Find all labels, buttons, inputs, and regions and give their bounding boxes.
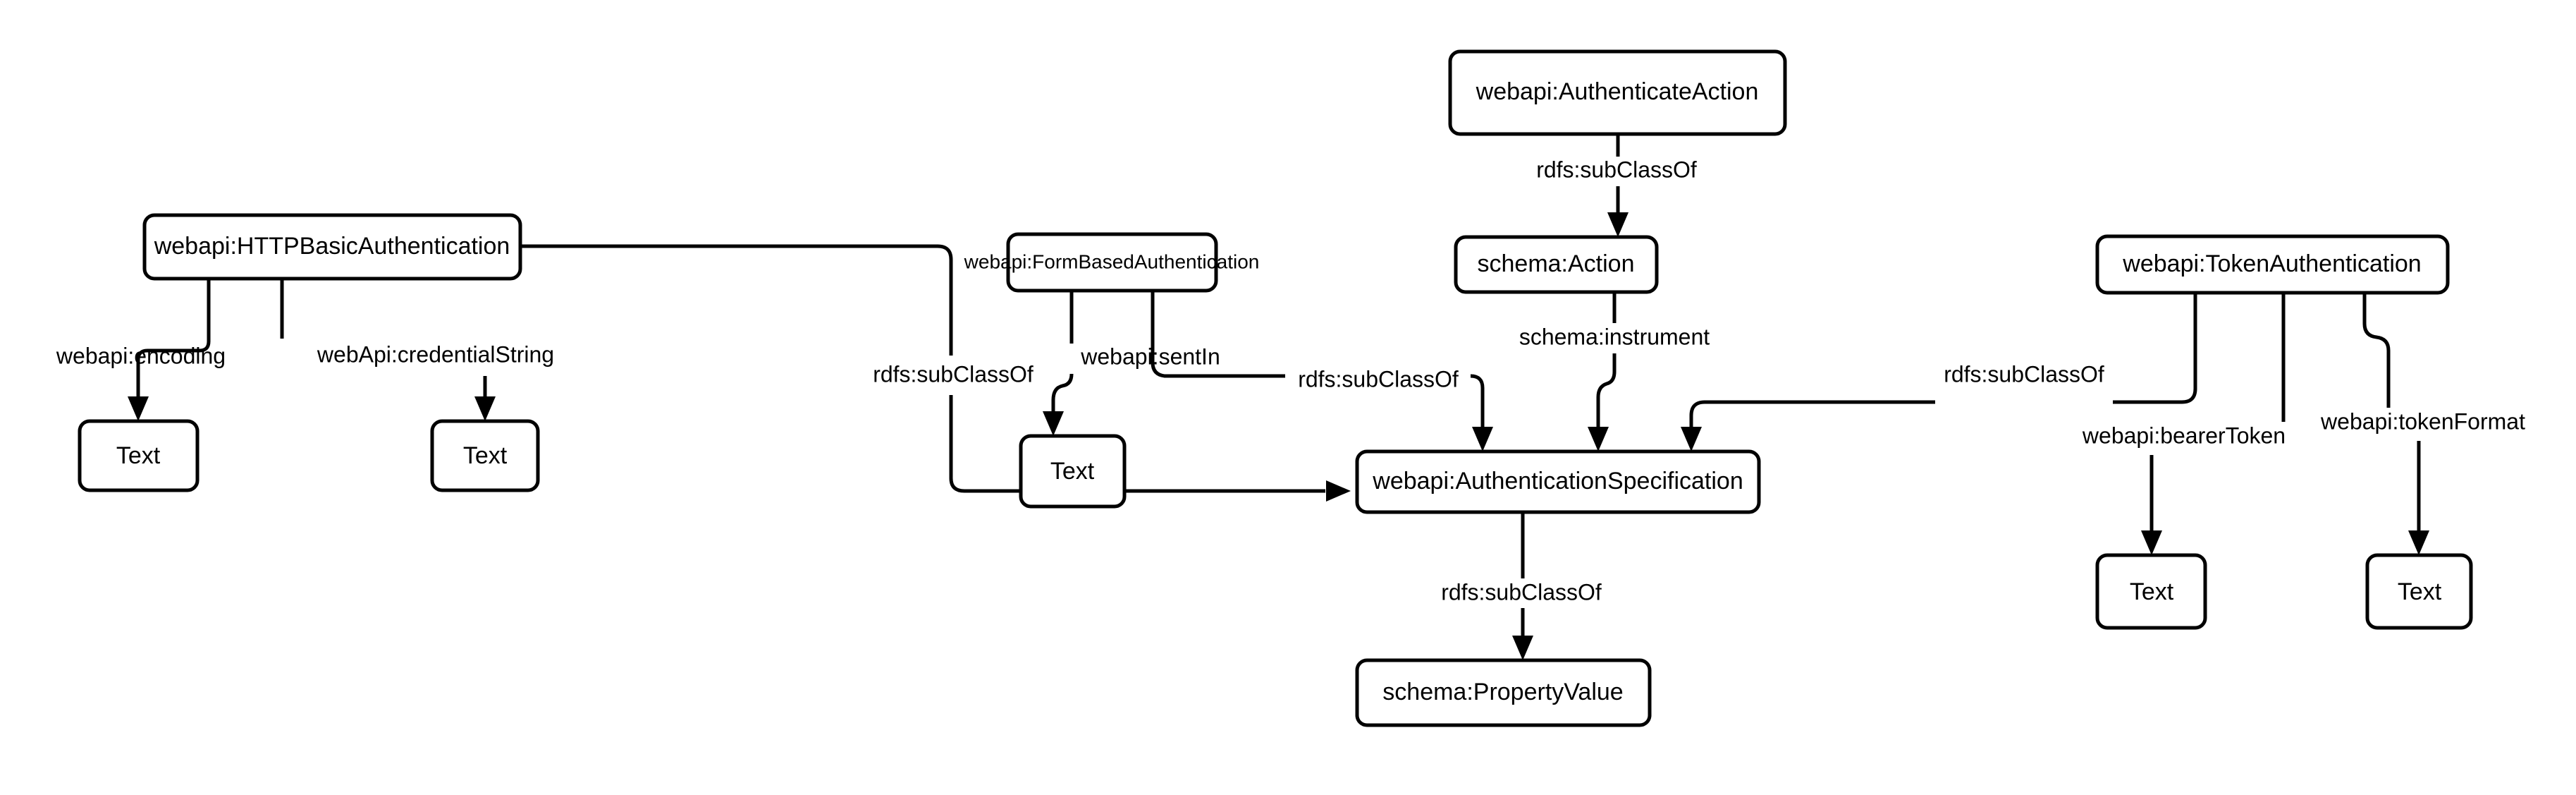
- edge-path-webapi-sentin: [1051, 291, 1074, 422]
- node-box-text-bearertoken: [2095, 553, 2207, 630]
- edge-path-webapi-bearertoken: [2149, 293, 2286, 542]
- arrowhead-action-rdfs-subclassof: [1607, 212, 1629, 237]
- edge-label-action-rdfs-subclassof: rdfs:subClassOf: [1536, 157, 1697, 182]
- node-label-tokenauthentication: webapi:TokenAuthentication: [2122, 250, 2421, 277]
- node-box-tokenauthentication: [2095, 234, 2450, 295]
- node-text-literal-bearertoken[interactable]: Text: [2095, 553, 2207, 630]
- node-box-text-sentin: [1019, 434, 1127, 509]
- node-group: webapi:HTTPBasicAuthentication webapi:Fo…: [78, 49, 2473, 727]
- node-box-schema-propertyvalue: [1355, 658, 1652, 727]
- edge-label-webapi-sentin: webapi:sentIn: [1080, 344, 1220, 369]
- edge-basic-rdfs-subclassof[interactable]: rdfs:subClassOf: [520, 244, 1351, 502]
- edge-action-rdfs-subclassof[interactable]: rdfs:subClassOf: [1536, 134, 1697, 237]
- node-webapi-authenticationspecification[interactable]: webapi:AuthenticationSpecification: [1355, 449, 1761, 514]
- node-box-text-credentialstring: [430, 419, 540, 492]
- node-label-text-encoding: Text: [116, 442, 161, 469]
- node-label-schema-propertyvalue: schema:PropertyValue: [1382, 679, 1623, 705]
- node-box-formbasedauthentication: [1006, 232, 1218, 293]
- edge-label-webapi-credentialstring: webApi:credentialString: [317, 341, 554, 367]
- edge-label-schema-instrument: schema:instrument: [1519, 324, 1710, 349]
- edge-webapi-tokenformat[interactable]: webapi:tokenFormat: [2320, 293, 2525, 555]
- node-label-text-sentin: Text: [1050, 458, 1095, 485]
- arrowhead-spec-rdfs-subclassof: [1512, 636, 1533, 660]
- node-box-authenticateaction: [1448, 49, 1787, 136]
- node-text-literal-sentin[interactable]: Text: [1019, 434, 1127, 509]
- edge-label-webapi-bearertoken: webapi:bearerToken: [2082, 423, 2286, 448]
- arrowhead-token-rdfs-subclassof: [1681, 427, 1702, 451]
- edge-path-schema-instrument: [1596, 292, 1617, 438]
- edge-webapi-credentialstring[interactable]: webApi:credentialString: [280, 279, 554, 421]
- node-label-authenticateaction: webapi:AuthenticateAction: [1476, 78, 1759, 105]
- node-text-literal-encoding[interactable]: Text: [78, 419, 200, 492]
- node-webapi-authenticateaction[interactable]: webapi:AuthenticateAction: [1448, 49, 1787, 136]
- edge-label-webapi-tokenformat: webapi:tokenFormat: [2320, 408, 2525, 434]
- node-label-authenticationspecification: webapi:AuthenticationSpecification: [1372, 468, 1743, 494]
- node-label-text-credentialstring: Text: [463, 442, 508, 469]
- edge-path-form-rdfs-subclassof: [1151, 291, 1485, 437]
- edge-label-token-rdfs-subclassof: rdfs:subClassOf: [1944, 361, 2104, 387]
- edge-label-form-rdfs-subclassof: rdfs:subClassOf: [1298, 366, 1459, 392]
- node-webapi-formbasedauthentication[interactable]: webapi:FormBasedAuthentication: [964, 232, 1260, 293]
- edge-label-spec-rdfs-subclassof: rdfs:subClassOf: [1441, 579, 1602, 605]
- node-box-text-tokenformat: [2365, 553, 2473, 630]
- edge-path-basic-rdfs-subclassof: [520, 244, 1325, 493]
- edge-path-webapi-tokenformat: [2362, 293, 2421, 542]
- arrowhead-form-rdfs-subclassof: [1472, 427, 1493, 451]
- arrowhead-schema-instrument: [1588, 427, 1609, 451]
- edge-label-webapi-encoding: webapi:encoding: [56, 343, 226, 368]
- node-label-text-bearertoken: Text: [2130, 578, 2174, 605]
- edge-spec-rdfs-subclassof[interactable]: rdfs:subClassOf: [1441, 512, 1602, 660]
- arrowhead-webapi-sentin: [1043, 411, 1064, 436]
- node-schema-action[interactable]: schema:Action: [1454, 235, 1659, 294]
- arrowhead-webapi-encoding: [128, 396, 149, 421]
- node-label-text-tokenformat: Text: [2398, 578, 2442, 605]
- edge-path-token-rdfs-subclassof: [1689, 293, 2197, 437]
- node-box-httpbasicauthentication: [142, 213, 522, 281]
- edge-webapi-bearertoken[interactable]: webapi:bearerToken: [2082, 293, 2286, 555]
- edge-webapi-encoding[interactable]: webapi:encoding: [56, 279, 226, 421]
- node-schema-propertyvalue[interactable]: schema:PropertyValue: [1355, 658, 1652, 727]
- node-text-literal-credentialstring[interactable]: Text: [430, 419, 540, 492]
- arrowhead-basic-rdfs-subclassof: [1326, 480, 1351, 502]
- node-label-schema-action: schema:Action: [1478, 250, 1635, 277]
- node-box-schema-action: [1454, 235, 1659, 294]
- node-text-literal-tokenformat[interactable]: Text: [2365, 553, 2473, 630]
- node-label-formbasedauthentication: webapi:FormBasedAuthentication: [964, 250, 1260, 272]
- arrowhead-webapi-tokenformat: [2408, 530, 2429, 555]
- edge-token-rdfs-subclassof[interactable]: rdfs:subClassOf: [1681, 293, 2197, 451]
- node-label-httpbasicauthentication: webapi:HTTPBasicAuthentication: [154, 233, 510, 260]
- node-webapi-tokenauthentication[interactable]: webapi:TokenAuthentication: [2095, 234, 2450, 295]
- arrowhead-webapi-bearertoken: [2141, 530, 2162, 555]
- edge-label-basic-rdfs-subclassof: rdfs:subClassOf: [873, 361, 1034, 387]
- edge-schema-instrument[interactable]: schema:instrument: [1519, 292, 1710, 451]
- node-box-text-encoding: [78, 419, 200, 492]
- edge-group: webapi:encoding webApi:credentialString …: [56, 134, 2525, 660]
- edge-webapi-sentin[interactable]: webapi:sentIn: [1043, 291, 1220, 436]
- node-webapi-httpbasicauthentication[interactable]: webapi:HTTPBasicAuthentication: [142, 213, 522, 281]
- node-box-authenticationspecification: [1355, 449, 1761, 514]
- arrowhead-webapi-credentialstring: [474, 396, 496, 421]
- edge-form-rdfs-subclassof[interactable]: rdfs:subClassOf: [1151, 291, 1493, 451]
- edge-path-webapi-encoding: [136, 279, 211, 408]
